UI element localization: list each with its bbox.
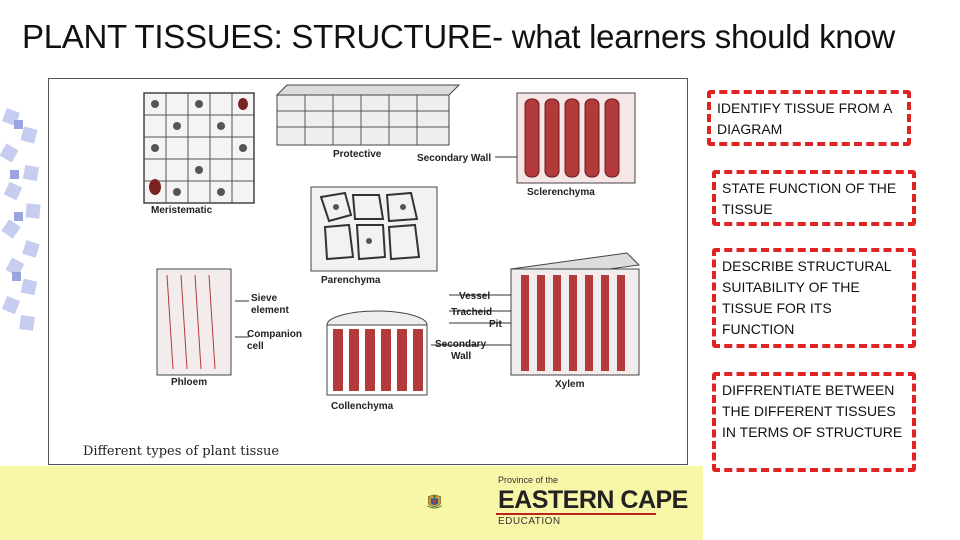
- plant-tissue-diagram: Meristematic Protective Secondary Wall: [48, 78, 688, 465]
- collenchyma-illustration: [326, 310, 428, 396]
- protective-illustration: [275, 84, 461, 146]
- logo-province-text: Province of the: [498, 475, 559, 485]
- label-secondary-wall-top: Secondary Wall: [417, 153, 491, 164]
- logo-divider: [496, 513, 656, 515]
- diagram-caption: Different types of plant tissue: [83, 444, 279, 459]
- page-title: PLANT TISSUES: STRUCTURE- what learners …: [22, 18, 895, 55]
- objective-box-4: DIFFRENTIATE BETWEEN THE DIFFERENT TISSU…: [712, 372, 916, 472]
- objective-box-2: STATE FUNCTION OF THE TISSUE: [712, 170, 916, 226]
- label-sclerenchyma: Sclerenchyma: [527, 187, 595, 198]
- label-protective: Protective: [333, 149, 382, 160]
- logo-name-text: EASTERN CAPE: [498, 486, 688, 514]
- decorative-squares: [0, 108, 41, 331]
- label-phloem: Phloem: [171, 377, 207, 388]
- objective-box-3: DESCRIBE STRUCTURAL SUITABILITY OF THE T…: [712, 248, 916, 348]
- meristematic-illustration: [143, 92, 255, 204]
- objective-text-3: DESCRIBE STRUCTURAL SUITABILITY OF THE T…: [722, 258, 892, 337]
- label-tracheid: Tracheid: [451, 307, 492, 318]
- footer-band: [0, 466, 703, 540]
- logo-dept-text: EDUCATION: [498, 516, 561, 527]
- xylem-illustration: [509, 252, 641, 376]
- label-vessel: Vessel: [459, 291, 490, 302]
- objective-text-2: STATE FUNCTION OF THE TISSUE: [722, 180, 897, 217]
- sclerenchyma-illustration: [516, 92, 636, 184]
- eastern-cape-crest-icon: [426, 494, 442, 509]
- label-parenchyma: Parenchyma: [321, 275, 381, 286]
- parenchyma-illustration: [310, 186, 438, 272]
- objective-text-4: DIFFRENTIATE BETWEEN THE DIFFERENT TISSU…: [722, 382, 903, 440]
- objective-text-1: IDENTIFY TISSUE FROM A DIAGRAM: [717, 100, 892, 137]
- phloem-illustration: [156, 268, 232, 376]
- label-xylem: Xylem: [555, 379, 585, 390]
- label-pit: Pit: [489, 319, 502, 330]
- objective-box-1: IDENTIFY TISSUE FROM A DIAGRAM: [707, 90, 911, 146]
- label-collenchyma: Collenchyma: [331, 401, 394, 412]
- label-meristematic: Meristematic: [151, 205, 213, 216]
